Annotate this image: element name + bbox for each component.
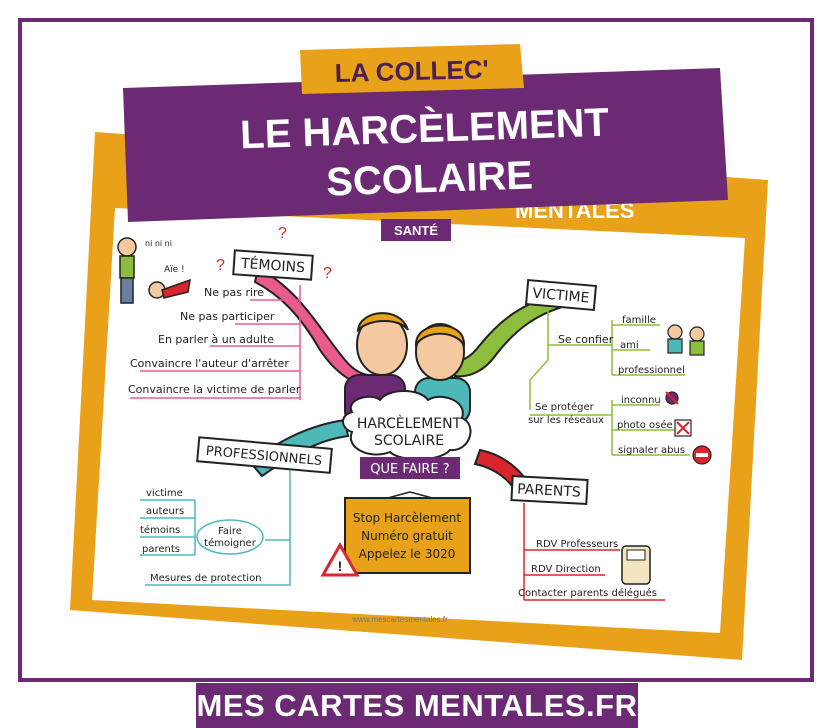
question-mark-2: ? bbox=[278, 225, 287, 242]
testify-line-1: Faire bbox=[218, 526, 242, 537]
professionnels-item-2: auteurs bbox=[146, 506, 184, 517]
professionnels-extra: Mesures de protection bbox=[150, 573, 262, 584]
series-text: LA COLLEC' bbox=[334, 54, 489, 88]
temoins-item-1: Ne pas rire bbox=[204, 286, 264, 299]
victime-protect-item-3: signaler abus bbox=[618, 445, 685, 456]
parents-item-2: RDV Direction bbox=[531, 564, 601, 575]
temoins-item-4: Convaincre l'auteur d'arrêter bbox=[130, 357, 289, 370]
victime-box bbox=[525, 278, 597, 312]
victime-lines bbox=[529, 310, 690, 456]
outer-frame bbox=[18, 18, 814, 682]
helpline-sign bbox=[344, 497, 471, 574]
temoins-box bbox=[232, 249, 314, 281]
temoins-item-3: En parler à un adulte bbox=[158, 333, 274, 346]
sound-ninini: ni ni ni bbox=[145, 239, 172, 248]
testify-line-2: témoigner bbox=[204, 537, 257, 549]
victime-protect-line-1: Se protéger bbox=[535, 401, 595, 413]
center-line-1: HARCÈLEMENT bbox=[357, 415, 462, 432]
testify-bubble bbox=[196, 519, 264, 555]
victime-confide-item-3: professionnel bbox=[618, 365, 685, 376]
parents-title: PARENTS bbox=[517, 481, 581, 500]
temoins-lines bbox=[130, 285, 301, 400]
parents-item-1: RDV Professeurs bbox=[536, 539, 618, 550]
question-box bbox=[360, 457, 460, 479]
friends-icon bbox=[667, 324, 705, 356]
sound-aie: Aïe ! bbox=[164, 265, 185, 275]
victime-protect-line-2: sur les réseaux bbox=[528, 414, 604, 426]
parents-lines bbox=[523, 503, 665, 601]
title-banner bbox=[123, 68, 728, 222]
victime-confide-item-2: ami bbox=[620, 340, 639, 351]
series-label bbox=[300, 44, 524, 94]
warning-icon: ! bbox=[320, 541, 360, 577]
professionnels-item-4: parents bbox=[142, 544, 180, 555]
category-text: SANTÉ bbox=[394, 223, 438, 238]
parents-box bbox=[510, 475, 589, 506]
center-line-2: SCOLAIRE bbox=[374, 433, 444, 449]
temoins-title: TÉMOINS bbox=[239, 255, 305, 276]
branch-victime bbox=[450, 290, 567, 378]
center-cloud bbox=[342, 390, 472, 461]
phone-icon bbox=[621, 545, 651, 585]
no-photo-icon bbox=[674, 419, 692, 437]
professionnels-item-1: victime bbox=[146, 488, 183, 499]
victime-protect-item-1: inconnu bbox=[621, 395, 661, 406]
temoins-item-2: Ne pas participer bbox=[180, 310, 275, 323]
victime-confide-item-1: famille bbox=[622, 315, 656, 326]
sign-line-3: Appelez le 3020 bbox=[359, 547, 456, 561]
report-abuse-icon bbox=[692, 445, 712, 465]
title-line-2: SCOLAIRE bbox=[325, 153, 533, 204]
victime-title: VICTIME bbox=[532, 286, 590, 307]
website-text: www.mescartesmentales.fr bbox=[351, 615, 448, 624]
professionnels-box bbox=[196, 436, 333, 474]
professionnels-lines bbox=[140, 470, 291, 586]
professionnels-item-3: témoins bbox=[140, 524, 180, 536]
footer-banner: MES CARTES MENTALES.FR bbox=[196, 683, 638, 728]
stranger-icon bbox=[665, 391, 679, 405]
victime-confide: Se confier bbox=[558, 333, 614, 346]
bullying-scene-illustration bbox=[117, 237, 191, 304]
victime-protect-item-2: photo osée bbox=[617, 419, 673, 431]
question-text: QUE FAIRE ? bbox=[370, 462, 449, 477]
question-mark-3: ? bbox=[323, 265, 332, 282]
sign-line-1: Stop Harcèlement bbox=[353, 511, 462, 525]
sign-line-2: Numéro gratuit bbox=[361, 529, 453, 543]
parents-item-3: Contacter parents délégués bbox=[518, 587, 657, 599]
category-tag bbox=[381, 219, 451, 241]
question-mark-1: ? bbox=[216, 257, 225, 274]
svg-text:!: ! bbox=[338, 558, 343, 574]
temoins-item-5: Convaincre la victime de parler bbox=[128, 383, 301, 396]
